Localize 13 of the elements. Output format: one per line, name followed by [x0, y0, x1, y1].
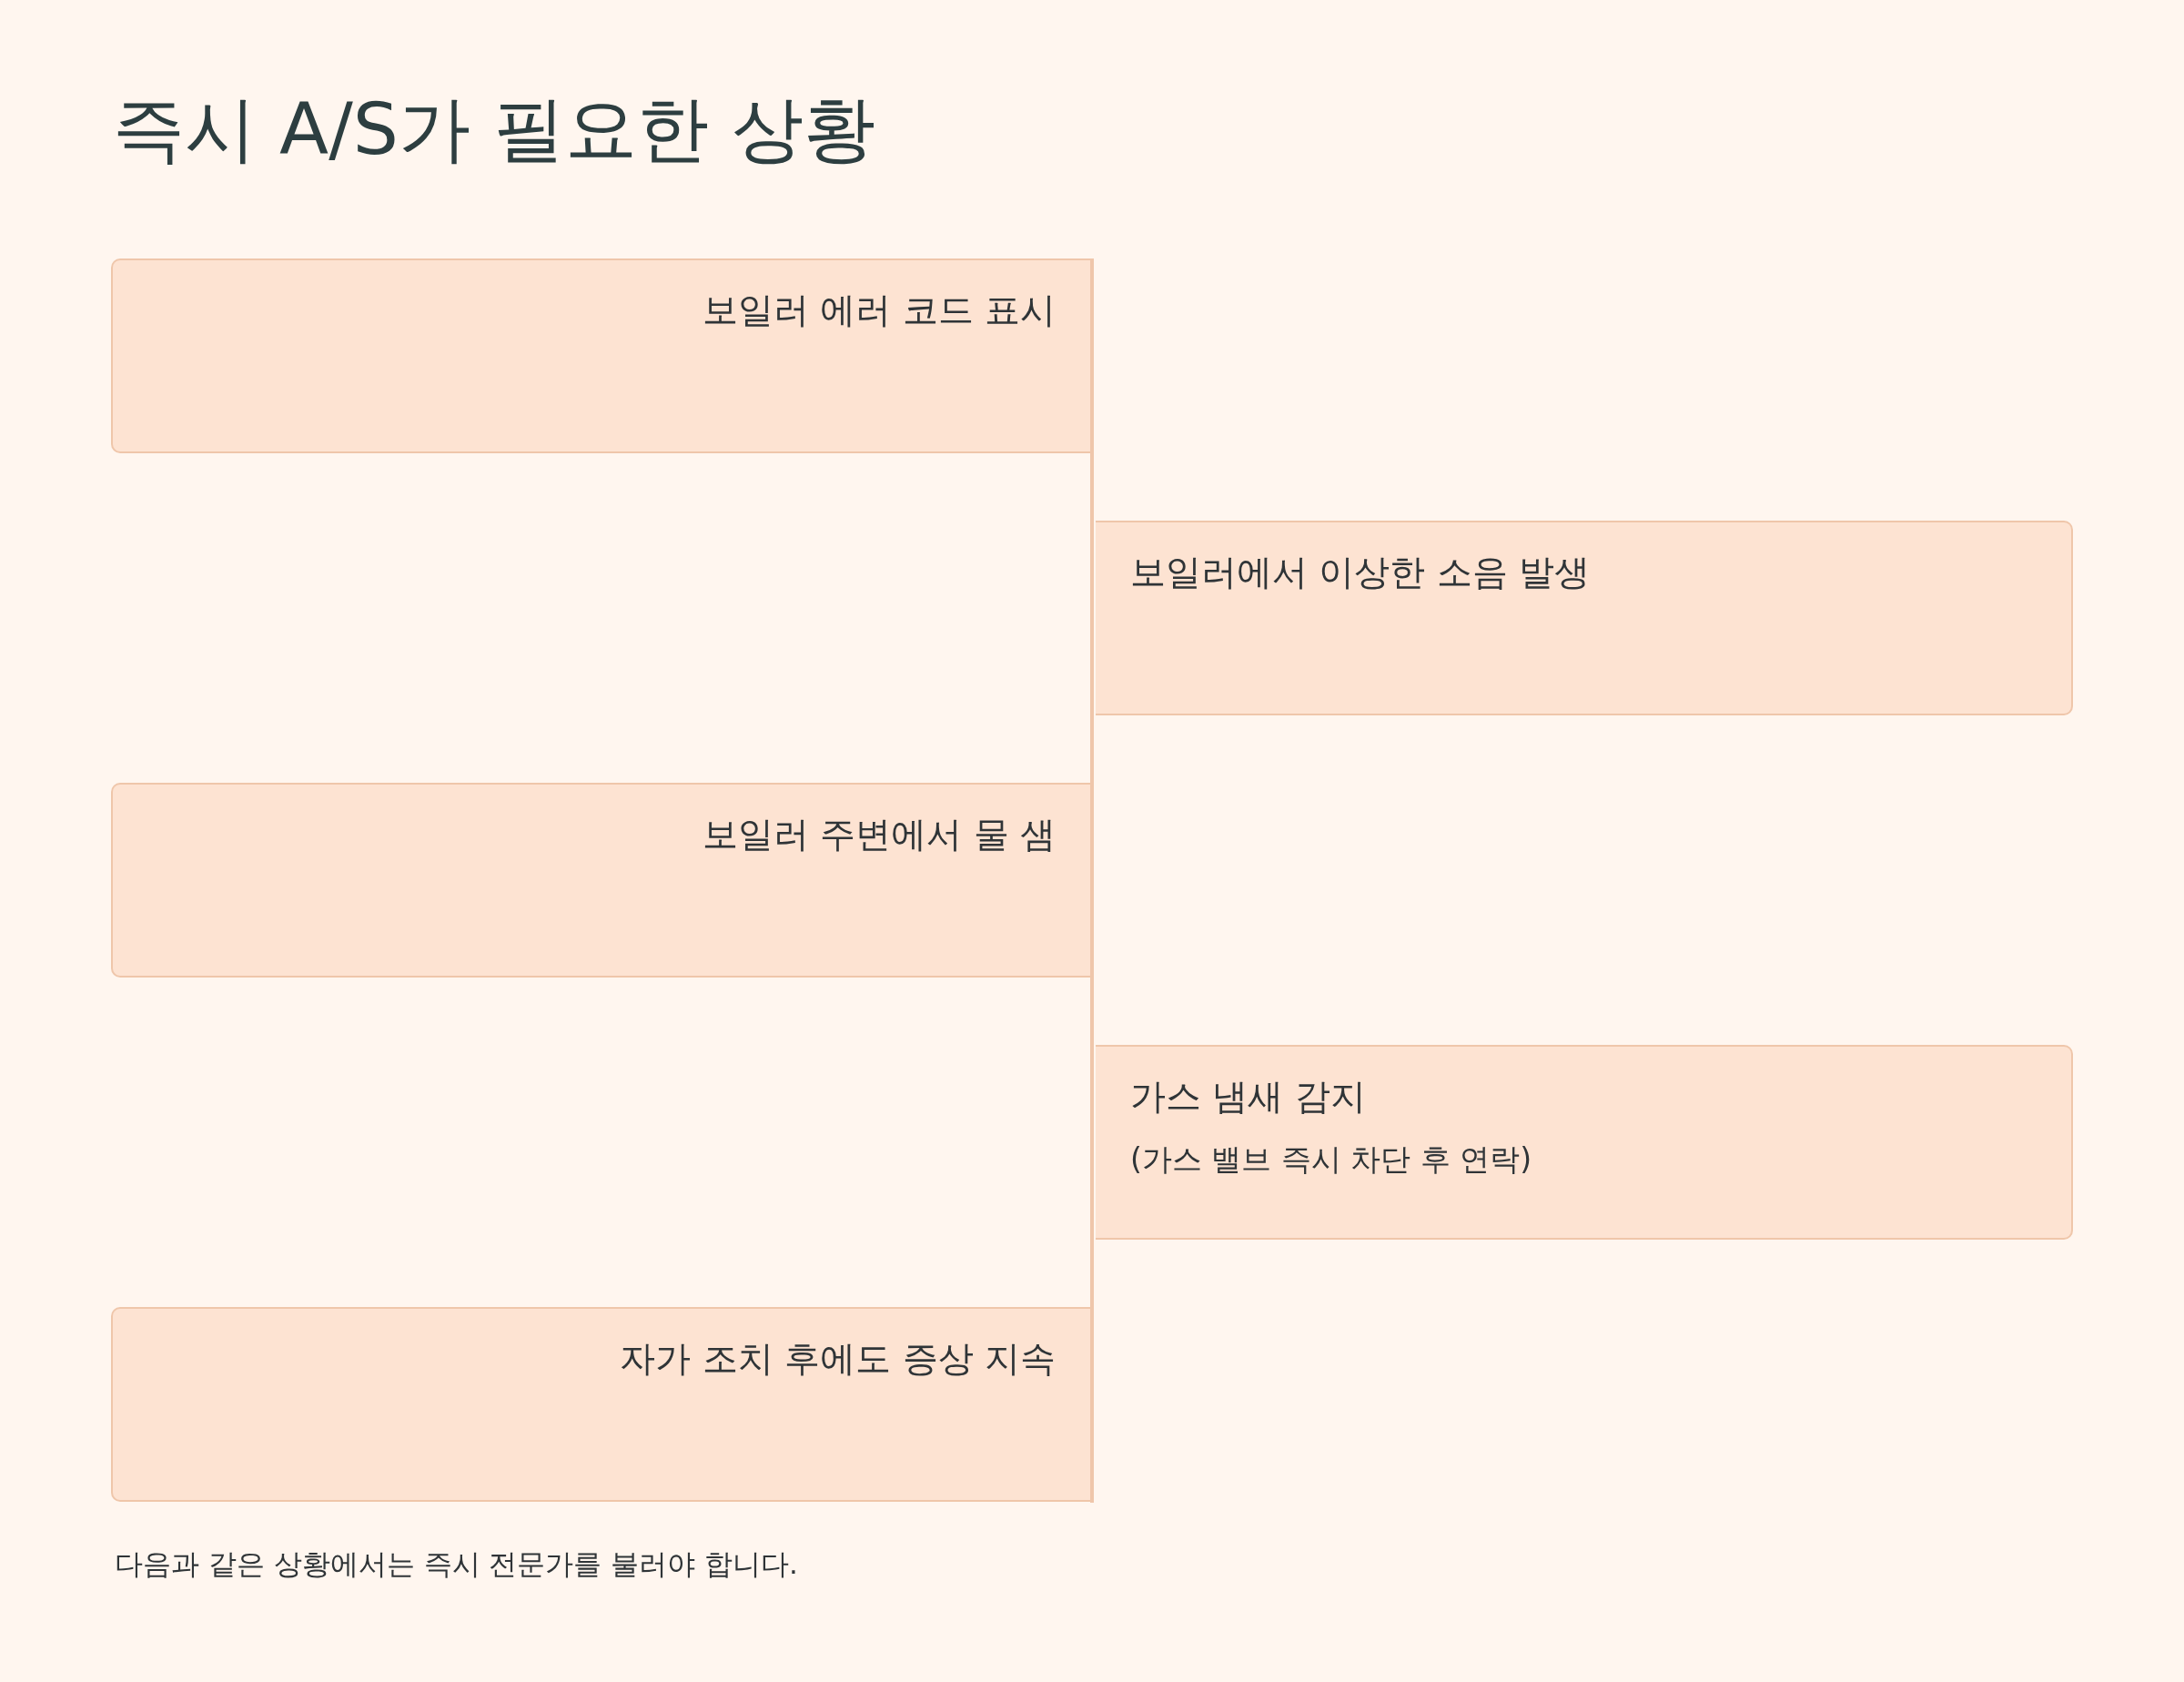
card-title: 자가 조치 후에도 증상 지속: [620, 1337, 1056, 1381]
card-title: 보일러 에러 코드 표시: [702, 289, 1056, 332]
card-title: 가스 냄새 감지: [1130, 1075, 1366, 1119]
timeline-card: [111, 783, 1090, 978]
caption: 다음과 같은 상황에서는 즉시 전문가를 불러야 합니다.: [115, 1546, 798, 1582]
timeline-card: [1096, 1045, 2073, 1240]
title: 즉시 A/S가 필요한 상황: [113, 86, 876, 173]
card-title: 보일러 주변에서 물 샘: [702, 813, 1056, 856]
timeline-card: [111, 1307, 1090, 1502]
timeline-card: [111, 258, 1090, 453]
card-title: 보일러에서 이상한 소음 발생: [1130, 551, 1591, 594]
timeline-card: [1096, 521, 2073, 715]
card-note: (가스 밸브 즉시 차단 후 연락): [1130, 1140, 1532, 1179]
